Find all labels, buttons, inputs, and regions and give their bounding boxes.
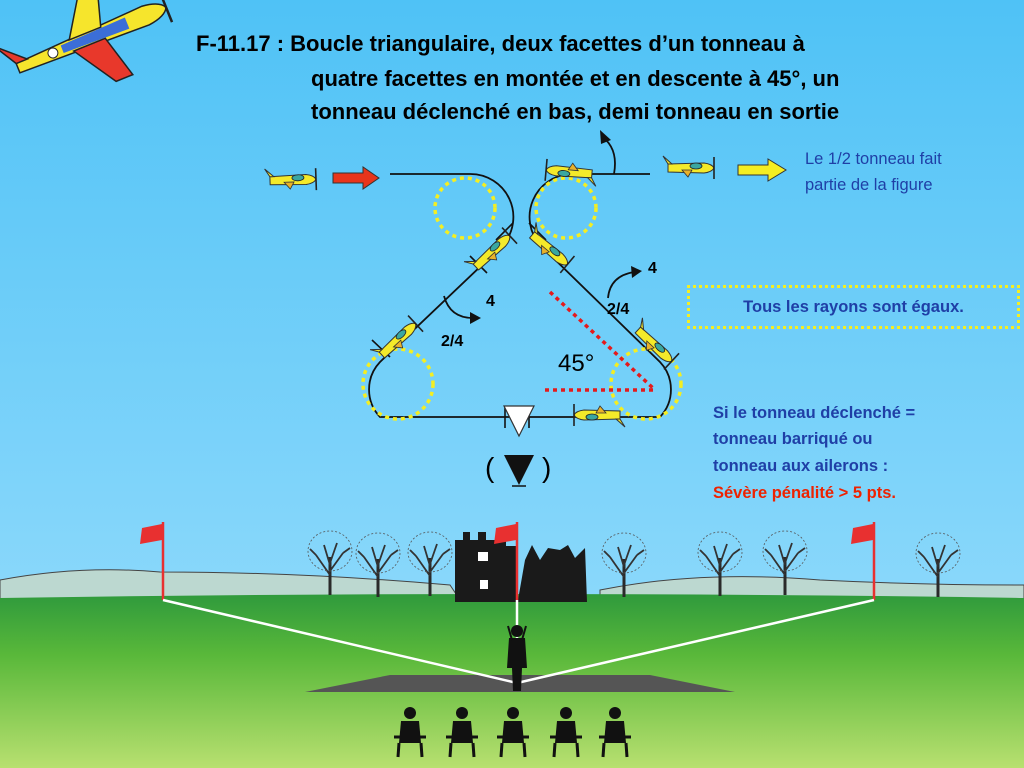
roll-arrowhead-left [470,312,481,324]
flag-icon [140,522,165,600]
radii-note: Tous les rayons sont égaux. [743,298,964,316]
snap-note-line-1: Si le tonneau déclenché = [713,404,916,422]
exit-arrow-icon [737,158,787,182]
entry-line [390,173,515,246]
title-line-1: F-11.17 : Boucle triangulaire, deux face… [196,31,805,56]
entry-arrow-icon [332,166,380,190]
flag-icon [851,522,876,600]
paren-close: ) [542,452,552,483]
roll-arrow-left [443,295,474,319]
snap-roll-triangle-icon [503,405,535,438]
castle-window [480,580,488,589]
plane-logo-icon [0,0,174,83]
roll-right-fraction: 2/4 [607,301,630,318]
sky-background [0,0,1024,600]
roll-arrowhead-right [631,266,642,278]
title-line-3: tonneau déclenché en bas, demi tonneau e… [311,99,840,124]
snap-penalty: Sévère pénalité > 5 pts. [713,484,896,502]
radii-note-box: Tous les rayons sont égaux. [687,285,1020,329]
roll-arrow-right [607,271,635,299]
pilot-silhouette-icon [507,625,527,691]
paren-open: ( [485,452,495,483]
half-roll-note-line-2: partie de la figure [805,176,933,194]
roll-left-count: 4 [486,293,495,310]
flag-icon [494,522,519,600]
castle-window [478,552,488,561]
angle-label: 45° [558,350,595,377]
roll-left-fraction: 2/4 [441,333,464,350]
snap-note-line-3: tonneau aux ailerons : [713,457,889,475]
title-line-2: quatre facettes en montée et en descente… [311,66,840,91]
angle-marker [545,290,656,392]
half-roll-arrow [605,139,616,175]
snap-note-line-2: tonneau barriqué ou [713,430,873,448]
distant-hills [0,569,1024,601]
snap-roll-triangle-icon [504,455,534,485]
roll-right-count: 4 [648,260,657,277]
half-roll-arrowhead [600,130,611,144]
half-roll-note-line-1: Le 1/2 tonneau fait [805,150,942,168]
radius-circles [361,176,683,421]
